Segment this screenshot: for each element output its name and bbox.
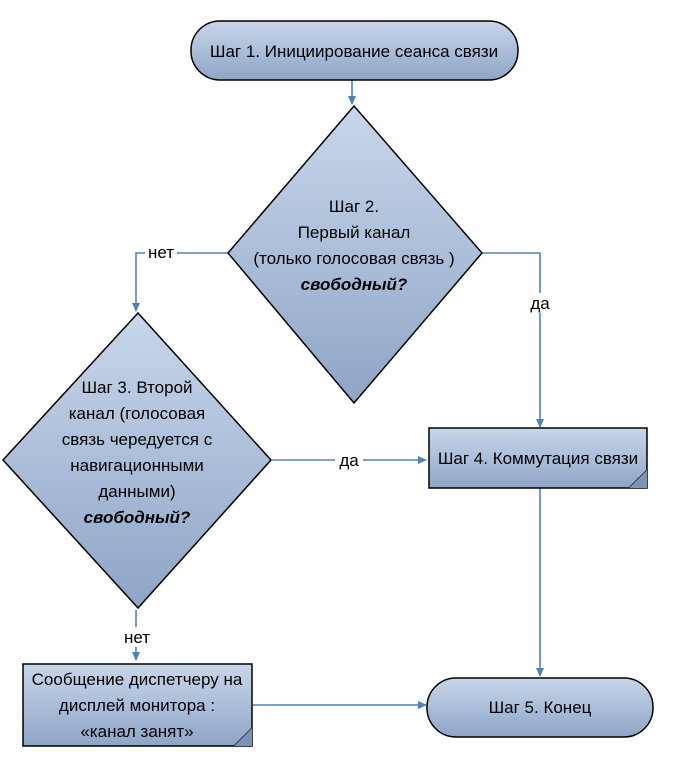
node-step2-line2: Первый канал [298, 223, 411, 242]
node-step1-label: Шаг 1. Инициирование сеанса связи [210, 42, 498, 61]
node-step2: Шаг 2. Первый канал (только голосовая св… [227, 104, 483, 405]
node-step5-label: Шаг 5. Конец [489, 698, 592, 717]
edge-label-step2-no: нет [148, 243, 174, 262]
edge-step2-no [132, 252, 228, 312]
edge-label-step3-yes: да [339, 451, 359, 470]
node-message: Сообщение диспетчеру на дисплей монитора… [22, 663, 253, 747]
node-step3-line2: канал (голосовая [69, 404, 206, 423]
node-step4: Шаг 4. Коммутация связи [428, 427, 648, 489]
edge-label-step2-yes: да [530, 294, 550, 313]
node-message-line3: «канал занят» [80, 722, 193, 741]
node-step2-line1: Шаг 2. [329, 197, 379, 216]
edge-step2-yes [482, 252, 544, 428]
node-step3-line5: данными) [98, 482, 175, 501]
node-step1: Шаг 1. Инициирование сеанса связи [190, 20, 519, 81]
node-message-line2: дисплей монитора : [59, 696, 215, 715]
node-step5: Шаг 5. Конец [426, 677, 654, 738]
edge-label-step3-no: нет [124, 628, 150, 647]
node-message-line1: Сообщение диспетчеру на [32, 670, 243, 689]
node-step3: Шаг 3. Второй канал (голосовая связь чер… [1, 311, 273, 610]
node-step3-line4: навигационными [70, 456, 204, 475]
node-step3-question: свободный? [84, 508, 191, 527]
node-step2-line3: (только голосовая связь ) [253, 249, 454, 268]
node-step4-label: Шаг 4. Коммутация связи [438, 449, 638, 468]
node-step3-line1: Шаг 3. Второй [81, 378, 192, 397]
node-step2-question: свободный? [301, 275, 408, 294]
node-step3-line3: связь чередуется с [62, 430, 213, 449]
